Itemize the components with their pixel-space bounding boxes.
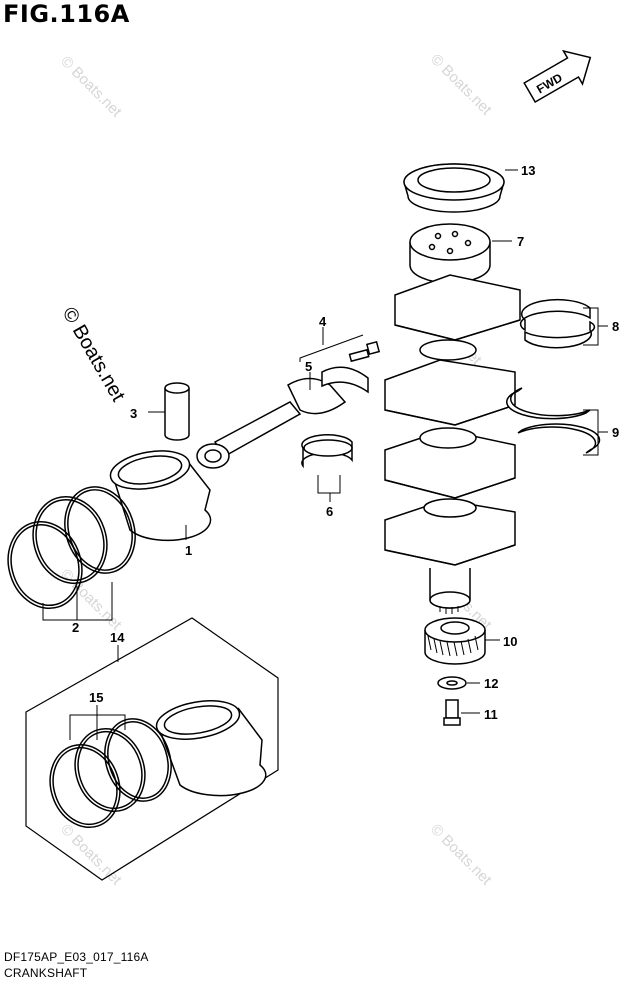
- callout-1: 1: [185, 543, 192, 558]
- callout-4: 4: [319, 314, 327, 329]
- piston-set-box: [25, 617, 279, 881]
- callout-5: 5: [305, 359, 312, 374]
- crank-timing-gear: [424, 617, 486, 665]
- piston-rings: [7, 486, 136, 610]
- figure-title: FIG.116A: [3, 0, 130, 28]
- callout-2: 2: [72, 620, 79, 635]
- connecting-rod: [196, 377, 347, 469]
- callout-6: 6: [326, 504, 333, 519]
- watermark: © Boats.net: [57, 53, 125, 121]
- watermark: © Boats.net: [57, 566, 125, 634]
- diagram-name: CRANKSHAFT: [4, 966, 88, 980]
- watermark: © Boats.net: [427, 51, 495, 119]
- callout-11: 11: [484, 707, 498, 722]
- piston-set: [155, 700, 267, 797]
- callout-12: 12: [484, 676, 498, 691]
- callout-3: 3: [130, 406, 137, 421]
- crankshaft-bolt: [443, 699, 461, 726]
- piston-pin: [164, 382, 190, 441]
- piston: [109, 450, 212, 542]
- diagram-code: DF175AP_E03_017_116A: [4, 950, 149, 964]
- rod-bearing-upper: [321, 366, 369, 394]
- thrust-washer: [506, 387, 601, 454]
- crankshaft: [384, 223, 521, 614]
- main-bearing-upper: [519, 298, 596, 349]
- callout-7: 7: [517, 234, 524, 249]
- callout-15: 15: [89, 690, 103, 705]
- watermark: © Boats.net: [427, 821, 495, 889]
- callout-10: 10: [503, 634, 517, 649]
- oil-seal: [403, 163, 505, 213]
- rod-bolt: [348, 340, 381, 363]
- rod-bearing-lower: [301, 434, 353, 469]
- callout-13: 13: [521, 163, 535, 178]
- fwd-arrow-icon: FWD: [523, 49, 592, 104]
- callout-14: 14: [110, 630, 125, 645]
- watermark-main: © Boats.net: [58, 304, 130, 406]
- callout-8: 8: [612, 319, 619, 334]
- callout-9: 9: [612, 425, 619, 440]
- washer: [437, 676, 467, 690]
